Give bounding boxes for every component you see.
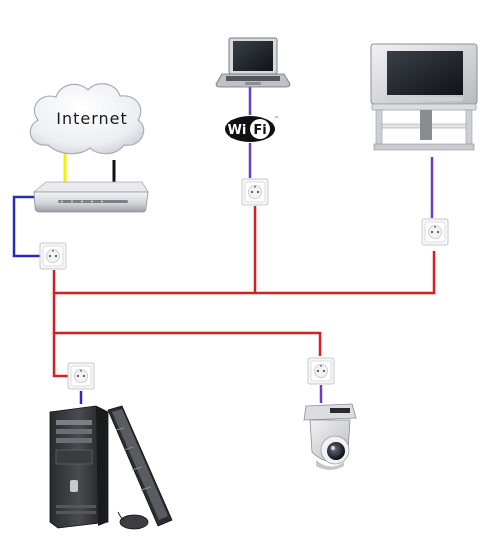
wifi-logo: Wi Fi ™ — [225, 116, 279, 142]
ethernet-to-pc-outlet — [52, 333, 68, 378]
outlet-camera — [307, 357, 335, 385]
outlet-router — [39, 242, 67, 270]
wall-outlet-icon — [241, 178, 269, 206]
ethernet-backbone — [52, 251, 436, 295]
wall-outlet-icon — [421, 218, 449, 246]
laptop — [215, 37, 291, 88]
tv-icon — [370, 43, 478, 151]
wall-outlet-icon — [307, 357, 335, 385]
wifi-logo-right: Fi — [253, 123, 266, 138]
ip-camera-icon — [303, 403, 357, 470]
ip-camera — [303, 403, 357, 470]
wall-outlet-icon — [39, 242, 67, 270]
cloud-icon — [29, 83, 145, 155]
outlet-pc — [67, 362, 95, 390]
wifi-logo-left: Wi — [228, 123, 247, 138]
router — [32, 181, 149, 213]
wifi-trademark: ™ — [274, 116, 279, 122]
laptop-icon — [215, 37, 291, 88]
outlet-wifi — [241, 178, 269, 206]
wifi-logo-icon: Wi Fi ™ — [225, 116, 279, 142]
patch-cable-blue — [12, 195, 40, 258]
wall-outlet-icon — [67, 362, 95, 390]
internet-cloud: Internet — [29, 83, 145, 155]
desktop-computer-icon — [49, 405, 173, 530]
television — [370, 43, 478, 151]
outlet-tv — [421, 218, 449, 246]
desktop-computer — [49, 405, 173, 530]
ethernet-to-camera-outlet — [52, 293, 322, 356]
internet-label: Internet — [56, 109, 128, 128]
wiring — [12, 86, 436, 404]
router-icon — [32, 181, 149, 213]
